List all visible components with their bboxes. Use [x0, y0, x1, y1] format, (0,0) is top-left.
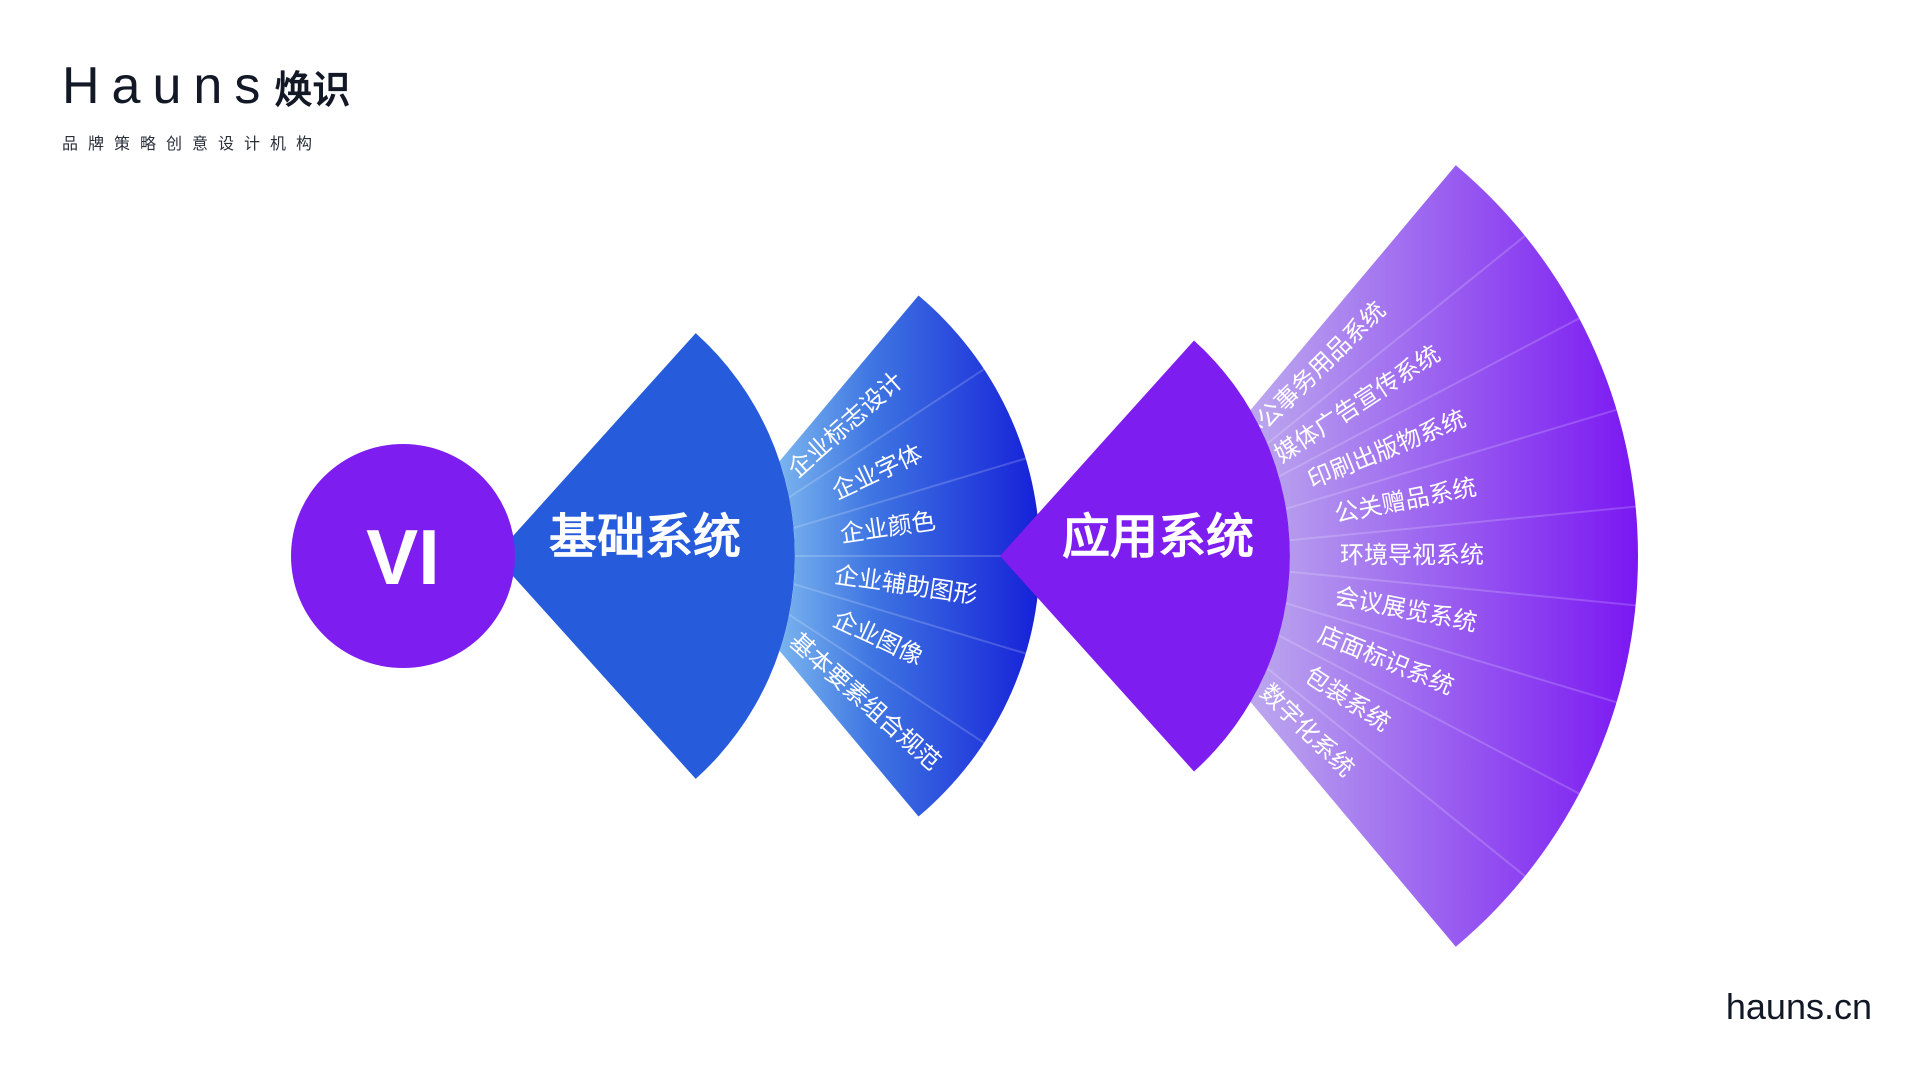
- application-divider: [1278, 634, 1580, 795]
- basic-fan-ring: [779, 295, 1041, 817]
- basic-divider: [793, 457, 1027, 529]
- vi-node[interactable]: VI: [291, 444, 515, 668]
- application-divider: [1289, 570, 1636, 607]
- brand-logo[interactable]: Hauns 焕识 品牌策略创意设计机构: [62, 60, 350, 154]
- application-system-node[interactable]: 应用系统: [1000, 340, 1290, 772]
- logo-wordmark: Hauns: [62, 57, 273, 115]
- application-item-label[interactable]: 环境导视系统: [1340, 541, 1484, 569]
- basic-divider: [788, 613, 985, 744]
- application-system-fan: 办公事务用品系统媒体广告宣传系统印刷出版物系统公关赠品系统环境导视系统会议展览系…: [1235, 165, 1638, 947]
- basic-system-shape: [495, 333, 795, 779]
- application-fan-ring: [1250, 165, 1638, 947]
- application-fan-dividers: [1266, 235, 1636, 877]
- application-divider: [1285, 602, 1617, 704]
- basic-system-node[interactable]: 基础系统: [495, 333, 795, 779]
- basic-fan-dividers: [788, 368, 1040, 744]
- basic-system-title: 基础系统: [549, 509, 741, 565]
- application-system-title: 应用系统: [1062, 509, 1254, 565]
- website-link[interactable]: hauns.cn: [1725, 986, 1872, 1027]
- basic-divider: [788, 368, 985, 499]
- basic-divider: [793, 583, 1027, 655]
- application-system-shape: [1000, 340, 1290, 772]
- application-divider: [1266, 667, 1526, 877]
- vi-label: VI: [366, 513, 440, 601]
- logo-tagline: 品牌策略创意设计机构: [62, 134, 323, 153]
- vi-circle: [291, 444, 515, 668]
- application-divider: [1289, 505, 1636, 542]
- application-divider: [1278, 317, 1580, 478]
- logo-chinese-name: 焕识: [274, 68, 351, 112]
- application-divider: [1285, 408, 1617, 510]
- application-divider: [1266, 235, 1526, 445]
